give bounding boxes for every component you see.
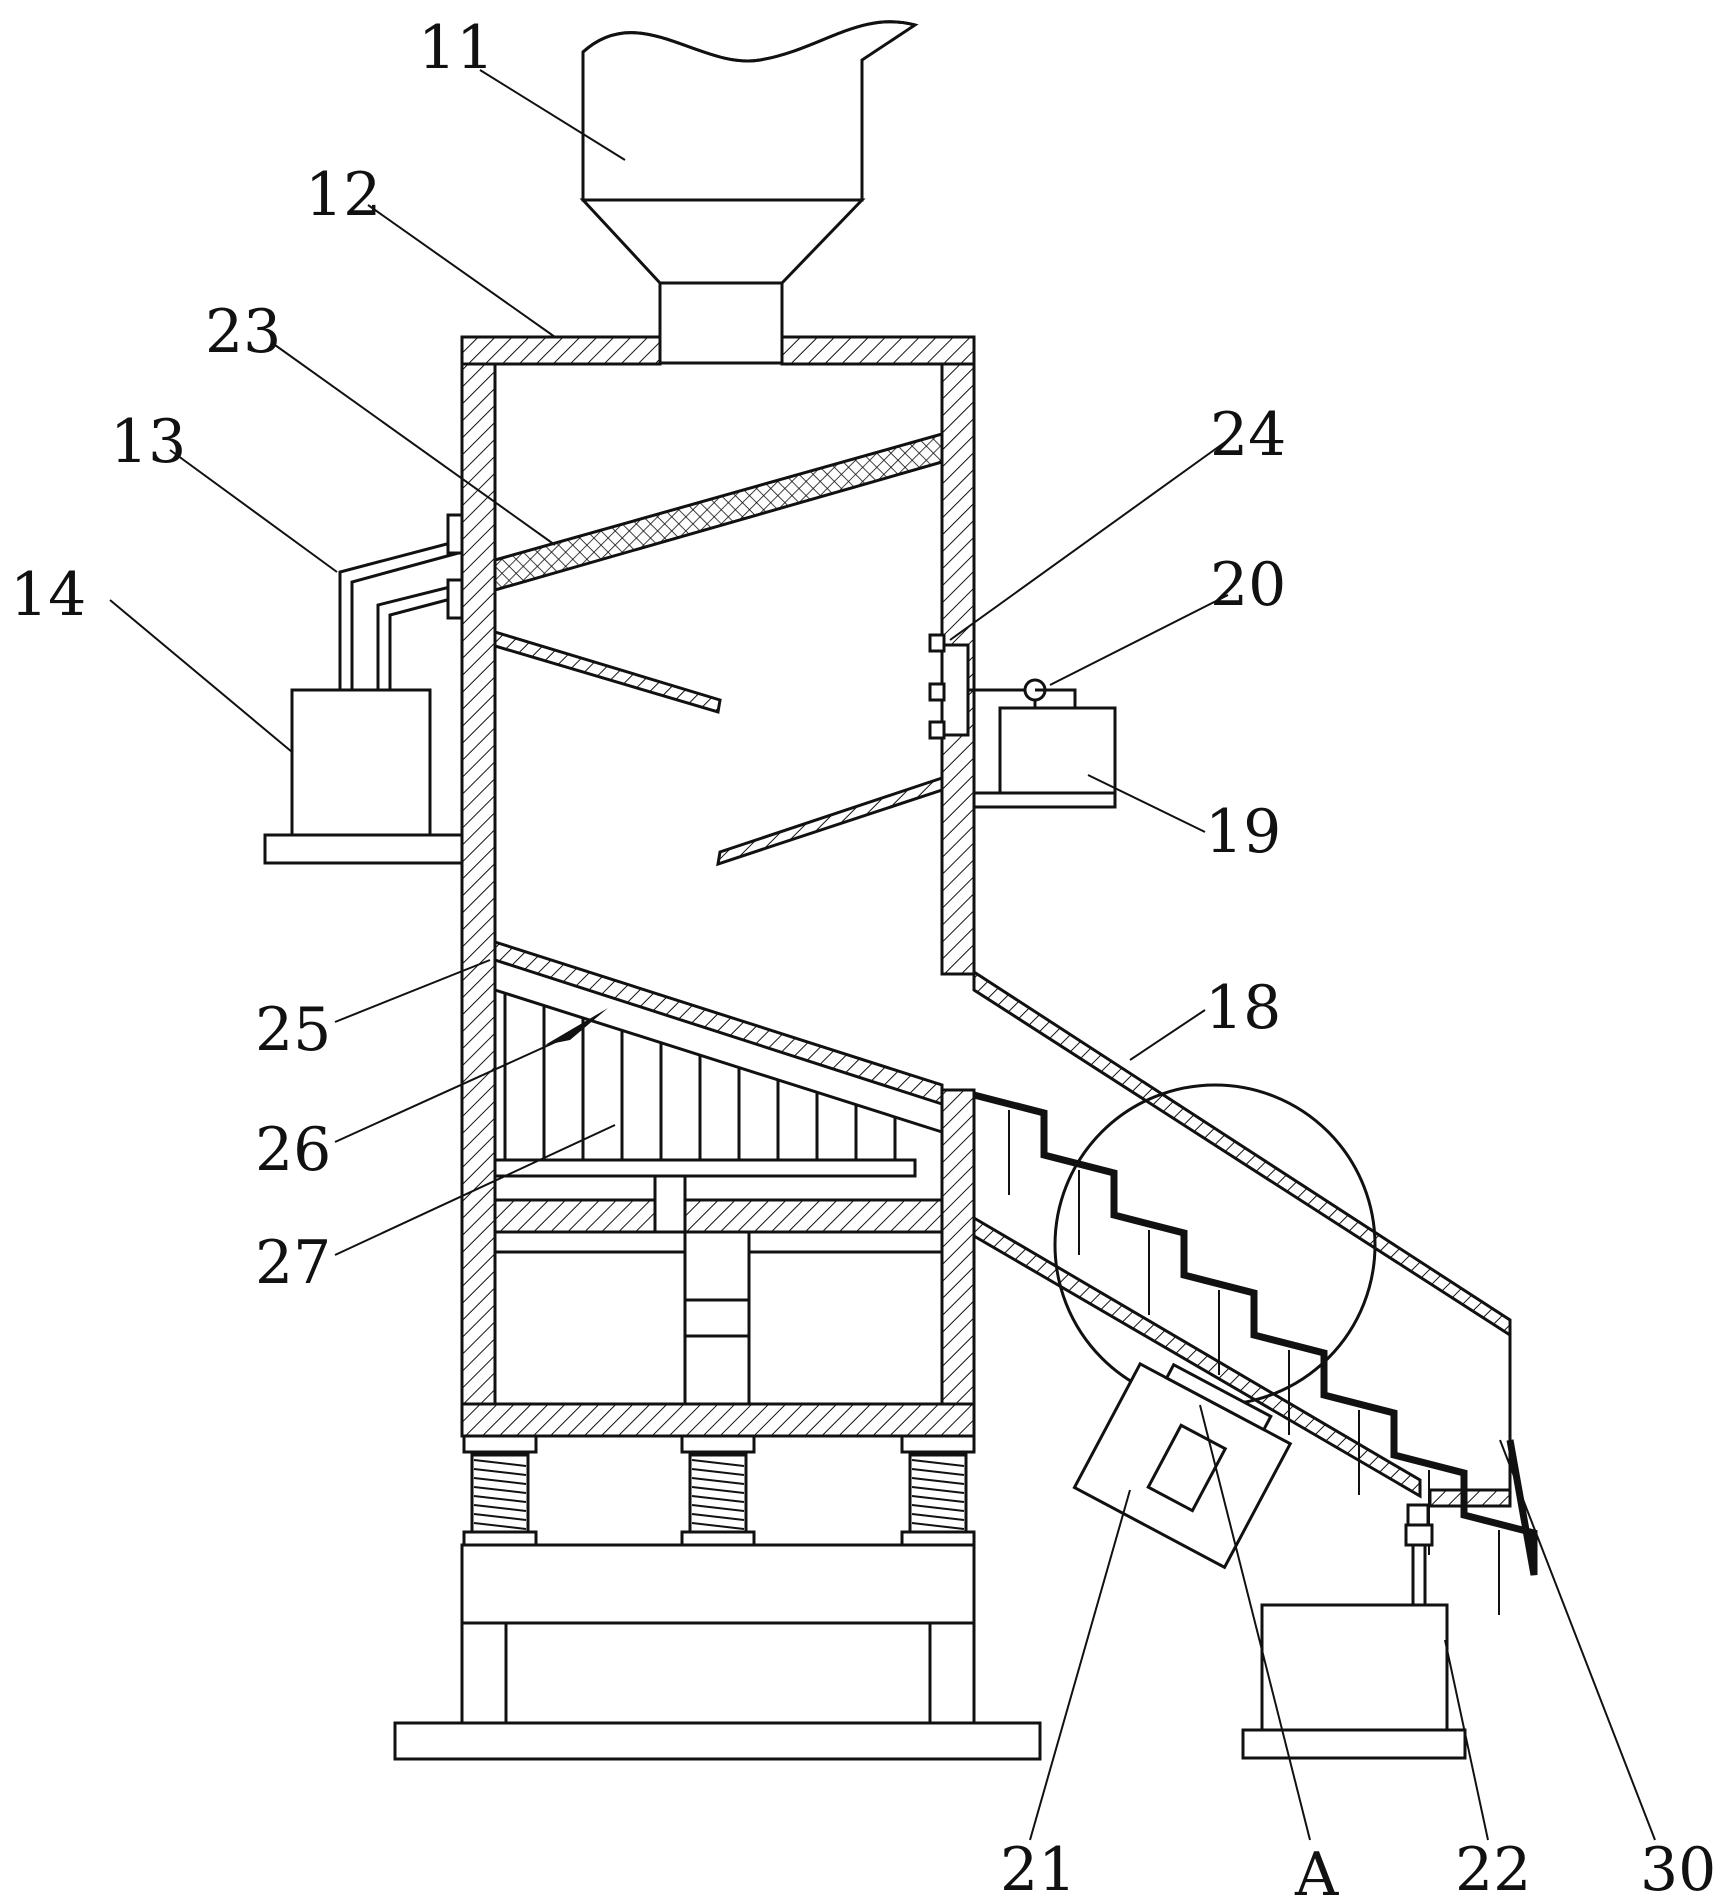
- spring-coil: [473, 1477, 527, 1485]
- spring-coil: [911, 1495, 965, 1503]
- label-11: 11: [418, 13, 494, 83]
- label-18: 18: [1205, 973, 1281, 1043]
- spring-coil: [911, 1486, 965, 1494]
- spring-supports: [393, 1434, 1042, 1761]
- label-30: 30: [1640, 1835, 1716, 1902]
- spring-coil: [911, 1522, 965, 1530]
- collector-box: [1241, 1503, 1467, 1760]
- lower-compartment: [493, 1230, 944, 1406]
- stepped-screen: [973, 1091, 1538, 1615]
- spring-outline: [688, 1453, 748, 1535]
- label-20: 20: [1210, 550, 1286, 620]
- spring-bottom-plate: [680, 1530, 756, 1547]
- label-12: 12: [305, 160, 381, 230]
- label-19: 19: [1205, 797, 1281, 867]
- spring-coil: [691, 1477, 745, 1485]
- leader-lines: [109, 69, 1656, 1841]
- spring-top-plate: [680, 1434, 756, 1454]
- label-23: 23: [205, 297, 281, 367]
- spring-coil: [911, 1504, 965, 1512]
- spring-bottom-plate: [900, 1530, 976, 1547]
- spring-coil: [473, 1459, 527, 1467]
- spring-bottom-plate: [462, 1530, 538, 1547]
- spring-coil: [911, 1477, 965, 1485]
- spring-coil: [691, 1513, 745, 1521]
- right-pump-assembly: [928, 633, 1117, 809]
- vibration-motor: [1072, 1361, 1293, 1570]
- feed-hopper: [579, 20, 919, 365]
- label-a: A: [1294, 1840, 1339, 1902]
- spring-coil: [911, 1468, 965, 1476]
- label-21: 21: [1000, 1835, 1076, 1902]
- spring-coil: [691, 1504, 745, 1512]
- spring-coil: [691, 1468, 745, 1476]
- label-26: 26: [255, 1115, 331, 1185]
- label-13: 13: [110, 407, 186, 477]
- spring-coil: [691, 1495, 745, 1503]
- label-22: 22: [1455, 1835, 1531, 1902]
- spring-coil: [691, 1486, 745, 1494]
- spring-coil: [691, 1459, 745, 1467]
- spring-coil: [473, 1522, 527, 1530]
- left-pipe-assembly: [263, 513, 464, 865]
- baffles: [493, 629, 944, 867]
- spring-coil: [473, 1495, 527, 1503]
- spring-coil: [473, 1468, 527, 1476]
- spring-top-plate: [900, 1434, 976, 1454]
- spring-coil: [473, 1486, 527, 1494]
- spring-coil: [691, 1522, 745, 1530]
- spring-coil: [911, 1459, 965, 1467]
- mesh-screen: [493, 432, 944, 592]
- spring-top-plate: [462, 1434, 538, 1454]
- spring-outline: [908, 1453, 968, 1535]
- spring-coil: [911, 1513, 965, 1521]
- label-25: 25: [255, 995, 331, 1065]
- spring-outline: [470, 1453, 530, 1535]
- label-27: 27: [255, 1228, 331, 1298]
- label-24: 24: [1210, 400, 1286, 470]
- label-14: 14: [10, 560, 86, 630]
- sloped-sieve: [493, 939, 944, 1248]
- spring-coil: [473, 1504, 527, 1512]
- spring-coil: [473, 1513, 527, 1521]
